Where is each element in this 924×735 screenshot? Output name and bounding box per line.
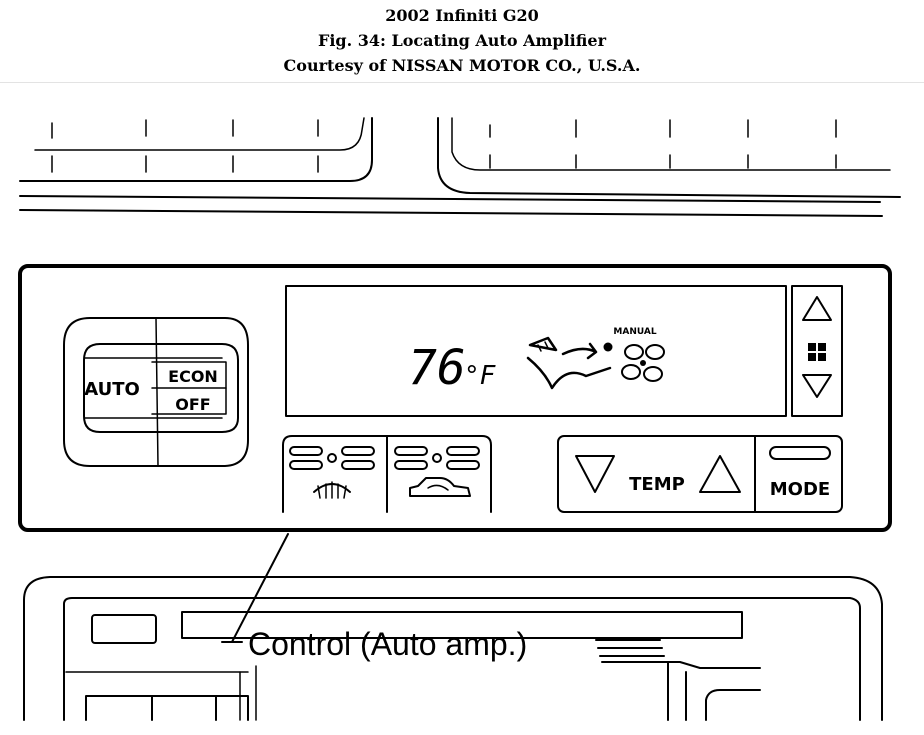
temp-up-button[interactable] [699,455,741,493]
figure-caption: Fig. 34: Locating Auto Amplifier [317,31,606,50]
temperature-readout: 76 [408,340,466,396]
auto-button-label[interactable]: AUTO [84,379,140,400]
off-button-label[interactable]: OFF [175,395,210,414]
econ-button-label[interactable]: ECON [168,367,218,386]
vehicle-title: 2002 Infiniti G20 [385,6,539,25]
courtesy-line: Courtesy of NISSAN MOTOR CO., U.S.A. [283,56,641,75]
auto-econ-off-cluster [63,317,249,467]
lower-console [23,576,883,721]
callout-leader [221,533,665,657]
front-defrost-button[interactable] [282,435,388,513]
airflow-person-icon [526,336,613,390]
climate-control-diagram: AUTO ECON OFF 76 °F MANUAL [18,117,901,721]
upper-dash-vents [19,117,901,217]
fan-control-column [791,285,843,417]
temperature-unit: °F [464,361,497,391]
manual-indicator: MANUAL [613,327,656,337]
fan-up-button[interactable] [802,296,832,321]
callout-label: Control (Auto amp.) [248,626,527,662]
lcd-display [285,285,787,417]
figure-header: 2002 Infiniti G20 Fig. 34: Locating Auto… [0,0,924,83]
fan-down-button[interactable] [802,374,832,398]
fan-speed-icon [621,344,665,382]
temp-down-button[interactable] [575,455,615,493]
temp-label: TEMP [629,474,685,495]
temp-mode-group [557,435,843,513]
control-panel: AUTO ECON OFF 76 °F MANUAL [18,264,892,532]
mode-button[interactable] [769,446,831,460]
mode-label[interactable]: MODE [770,479,830,500]
recirculation-button[interactable] [386,435,492,513]
fan-icon [808,343,826,361]
